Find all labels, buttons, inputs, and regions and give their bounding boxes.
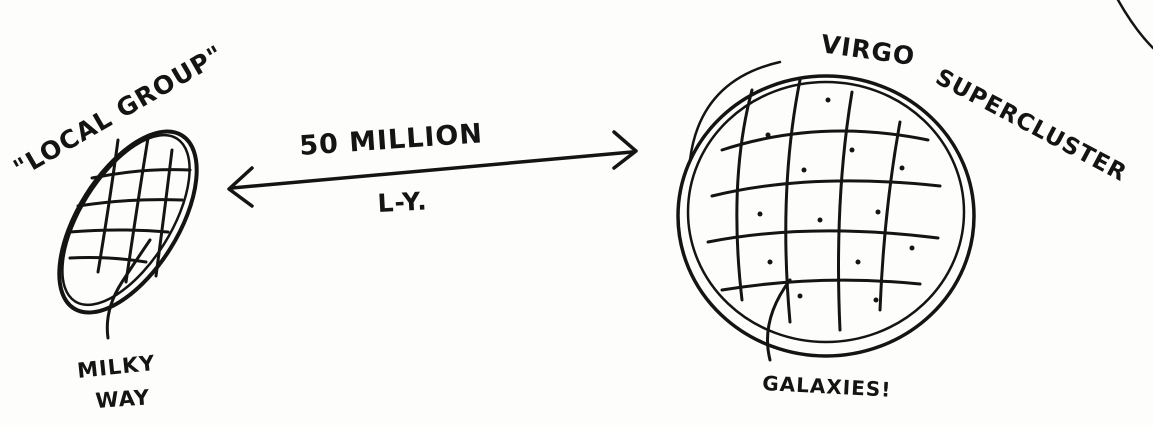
- distance-arrow: 50 MILLION L-Y.: [229, 118, 636, 218]
- distance-value-label: 50 MILLION: [298, 118, 484, 162]
- corner-stroke: [1118, 0, 1153, 48]
- milky-way-label-line2: WAY: [95, 385, 151, 413]
- virgo-outline-outer: [678, 76, 974, 356]
- galaxies-label: GALAXIES!: [762, 371, 892, 402]
- milky-way-label-line1: MILKY: [76, 351, 157, 383]
- virgo-outline-inner: [688, 82, 964, 342]
- arrow-shaft: [232, 152, 632, 188]
- local-group: "LOCAL GROUP" MILKY WAY: [9, 39, 229, 413]
- virgo-grid: [708, 80, 940, 330]
- galaxy-dots: [758, 98, 915, 303]
- virgo-label: VIRGO: [819, 29, 917, 71]
- arrow-head-right: [614, 132, 636, 168]
- distance-unit-label: L-Y.: [377, 186, 429, 218]
- local-group-grid: [70, 138, 190, 282]
- supercluster-label: SUPERCLUSTER: [931, 64, 1131, 187]
- virgo-supercluster: VIRGO SUPERCLUSTER GALAXIES!: [678, 29, 1131, 402]
